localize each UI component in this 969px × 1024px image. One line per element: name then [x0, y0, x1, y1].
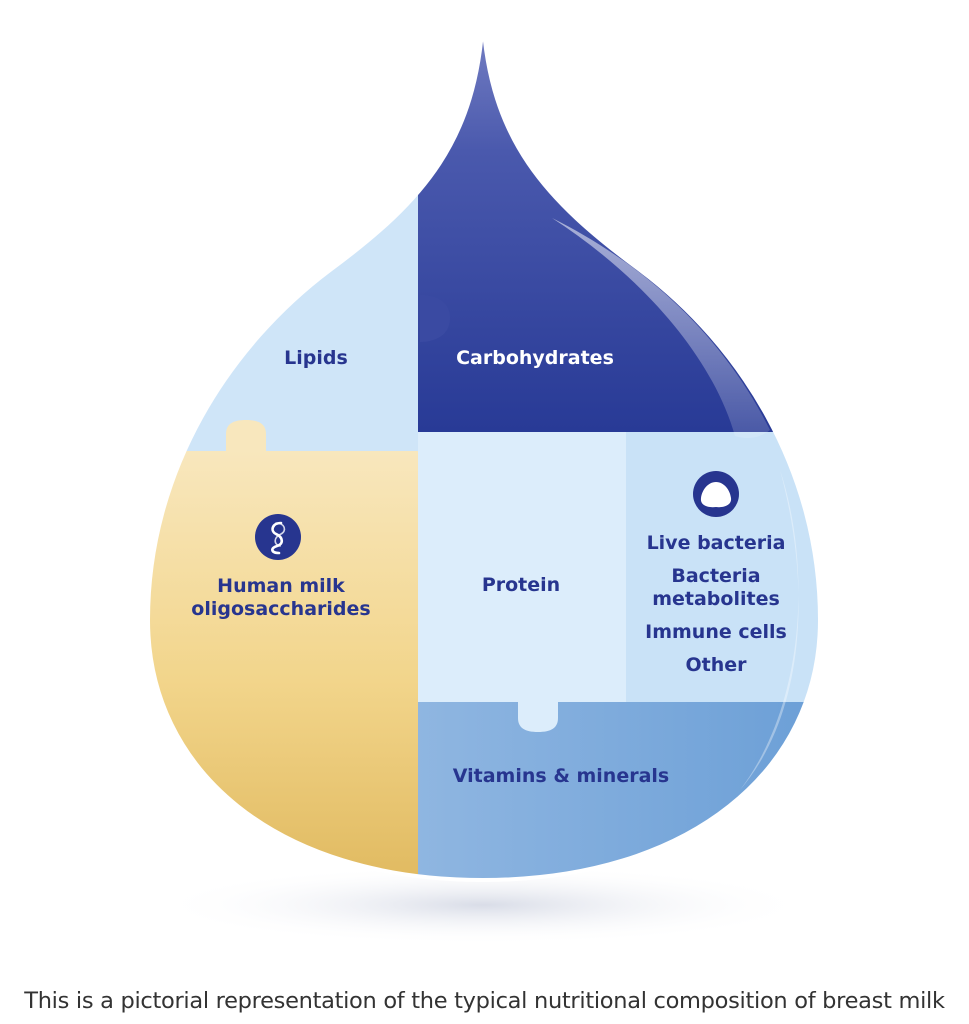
- milk-drop-diagram: Lipids Carbohydrates Human milk oligosac…: [145, 17, 823, 945]
- hmo-tab: [226, 420, 266, 452]
- protein-label: Protein: [482, 574, 560, 596]
- immune-cells-label: Immune cells: [645, 621, 787, 643]
- hmo-segment: [148, 451, 420, 880]
- bioactives-tab: [724, 433, 764, 463]
- carbohydrates-tab: [420, 295, 450, 342]
- other-label: Other: [685, 654, 747, 676]
- figure-caption: This is a pictorial representation of th…: [24, 988, 945, 1014]
- protein-segment: [418, 432, 628, 704]
- bacteria-icon: [693, 471, 739, 517]
- oligosaccharide-icon: [255, 514, 301, 560]
- protein-tab: [592, 526, 626, 562]
- live-bacteria-label: Live bacteria: [647, 532, 786, 554]
- carbohydrates-label: Carbohydrates: [456, 347, 614, 369]
- drop-outline: [145, 17, 823, 883]
- vitamins-minerals-label: Vitamins & minerals: [453, 765, 669, 787]
- drop-highlight: [552, 218, 770, 438]
- hmo-label-line1: Human milk: [217, 575, 345, 597]
- lipids-segment: [148, 18, 420, 460]
- protein-bottom-tab: [518, 702, 558, 732]
- hmo-label-line2: oligosaccharides: [191, 598, 370, 620]
- bacteria-metabolites-label-line1: Bacteria: [671, 565, 760, 587]
- drop-shadow: [153, 865, 813, 945]
- lipids-label: Lipids: [284, 347, 348, 369]
- bacteria-metabolites-label-line2: metabolites: [652, 588, 780, 610]
